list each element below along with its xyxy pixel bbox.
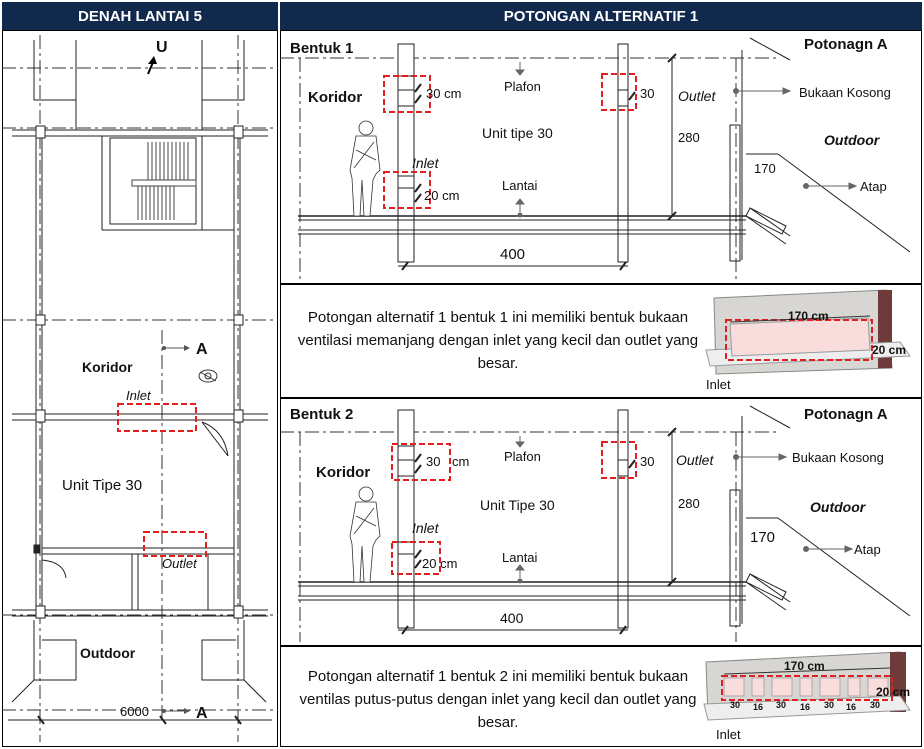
- section-2-width: 400: [500, 610, 524, 626]
- section-1-description: Potongan alternatif 1 bentuk 1 ini memil…: [292, 306, 704, 375]
- header-section-text: POTONGAN ALTERNATIF 1: [503, 7, 699, 25]
- section-1-bukaan: Bukaan Kosong: [799, 85, 891, 100]
- section-1-inlet-marker-top: [383, 75, 431, 113]
- section-1-outdoor: Outdoor: [824, 132, 881, 148]
- section-2-inlet: Inlet: [412, 520, 440, 536]
- section-2-figure: 170 cm 20 cm 30 16 30 16 30 16 30 Inlet: [703, 651, 911, 742]
- section-1-outlet-marker: [601, 73, 637, 111]
- figure-2-height: 20 cm: [876, 685, 910, 699]
- plan-outdoor-label: Outdoor: [80, 645, 136, 661]
- figure-2-segment: 30: [870, 700, 880, 710]
- section-1-dim-170: 170: [754, 161, 776, 176]
- figure-2-length: 170 cm: [784, 659, 825, 673]
- section-1-inlet-dim: 30 cm: [426, 86, 461, 101]
- figure-2-segment: 16: [846, 702, 856, 712]
- plan-section-mark-bottom: A: [196, 705, 208, 722]
- figure-2-segment: 16: [753, 702, 763, 712]
- section-2-outlet-dim: 30: [640, 454, 654, 469]
- figure-2-opening-marker: [721, 675, 893, 701]
- plan-inlet-label: Inlet: [126, 388, 152, 403]
- section-1-unit: Unit tipe 30: [482, 125, 553, 141]
- person-icon: [198, 369, 218, 383]
- section-1-corridor: Koridor: [308, 89, 362, 106]
- header-floor-plan-text: DENAH LANTAI 5: [78, 7, 202, 25]
- plan-dimension-label: 6000: [120, 704, 149, 719]
- figure-1-height: 20 cm: [872, 343, 906, 357]
- section-1-outlet-dim: 30: [640, 86, 654, 101]
- header-floor-plan: DENAH LANTAI 5: [2, 2, 278, 30]
- figure-1-length: 170 cm: [788, 309, 829, 323]
- section-2-outdoor: Outdoor: [810, 499, 867, 515]
- section-2-bukaan: Bukaan Kosong: [792, 450, 884, 465]
- plan-section-mark-top: A: [196, 341, 208, 358]
- section-2-inlet-dim-unit: cm: [452, 454, 469, 469]
- section-2-lantai: Lantai: [502, 550, 538, 565]
- section-2-outlet-marker: [601, 441, 637, 479]
- section-2-unit: Unit Tipe 30: [480, 497, 555, 513]
- section-1-name: Potonagn A: [804, 36, 888, 53]
- section-1-inlet: Inlet: [412, 155, 440, 171]
- figure-2-segment: 16: [800, 702, 810, 712]
- section-2-inlet-dim: 30: [426, 454, 440, 469]
- person-silhouette-icon: [349, 120, 381, 217]
- figure-2-segment: 30: [730, 700, 740, 710]
- section-1-drawing: Bentuk 1 Potonagn A Koridor 30 cm Plafon…: [280, 36, 911, 280]
- section-1-description-text: Potongan alternatif 1 bentuk 1 ini memil…: [297, 309, 699, 372]
- section-2-corridor: Koridor: [316, 464, 370, 481]
- section-2-inlet-marker-bottom: [391, 541, 441, 575]
- inlet-marker: [117, 403, 197, 432]
- figure-2-segment: 30: [776, 700, 786, 710]
- figure-1-opening-marker: [725, 319, 873, 361]
- section-2-description-text: Potongan alternatif 1 bentuk 2 ini memil…: [299, 668, 697, 731]
- section-1-inlet-dim2: 20 cm: [424, 188, 459, 203]
- floor-plan-panel: [2, 30, 278, 747]
- section-1-width: 400: [500, 246, 525, 263]
- outlet-marker: [143, 531, 207, 557]
- section-2-dim-170: 170: [750, 529, 775, 546]
- north-label: U: [156, 39, 168, 56]
- section-2-inlet-marker-top: [391, 443, 451, 481]
- section-1-inlet-marker-bottom: [383, 171, 431, 209]
- section-1-figure: 170 cm 20 cm Inlet: [705, 289, 911, 392]
- figure-1-label: Inlet: [706, 377, 731, 392]
- section-1-panel: [280, 30, 922, 284]
- plan-unit-label: Unit Tipe 30: [62, 477, 142, 494]
- section-2-plafon: Plafon: [504, 449, 541, 464]
- section-2-panel: [280, 398, 922, 646]
- section-1-lantai: Lantai: [502, 178, 538, 193]
- section-2-description: Potongan alternatif 1 bentuk 2 ini memil…: [292, 665, 704, 734]
- section-1-height: 280: [678, 130, 700, 145]
- header-section: POTONGAN ALTERNATIF 1: [280, 2, 922, 30]
- section-2-height: 280: [678, 496, 700, 511]
- floor-plan-drawing: U A Koridor Inlet Unit Tipe 30 Outlet Ou…: [2, 35, 278, 742]
- section-2-name: Potonagn A: [804, 406, 888, 423]
- figure-2-label: Inlet: [716, 727, 741, 742]
- section-1-title: Bentuk 1: [290, 40, 353, 57]
- section-2-atap: Atap: [854, 542, 881, 557]
- section-2-drawing: Bentuk 2 Potonagn A Koridor 30 cm Plafon…: [280, 405, 911, 642]
- section-1-plafon: Plafon: [504, 79, 541, 94]
- plan-corridor-label: Koridor: [82, 359, 133, 375]
- person-silhouette-icon: [349, 486, 381, 583]
- figure-2-segment: 30: [824, 700, 834, 710]
- section-1-atap: Atap: [860, 179, 887, 194]
- section-2-inlet-dim2: 20 cm: [422, 556, 457, 571]
- section-1-outlet: Outlet: [678, 88, 716, 104]
- plan-outlet-label: Outlet: [162, 556, 198, 571]
- section-2-outlet: Outlet: [676, 452, 714, 468]
- section-2-title: Bentuk 2: [290, 406, 353, 423]
